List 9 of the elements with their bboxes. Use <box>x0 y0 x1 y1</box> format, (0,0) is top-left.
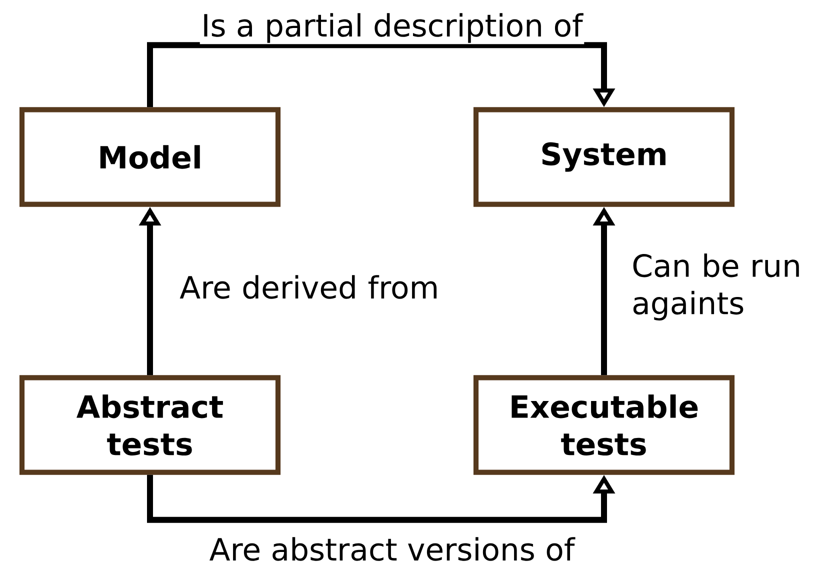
edge-label: Is a partial description of <box>200 12 584 44</box>
edge-label: Are abstract versions of <box>208 536 576 562</box>
box: Model <box>19 107 281 207</box>
box: System <box>473 107 735 207</box>
box: Abstract tests <box>19 375 281 475</box>
edge-label: Can be run againts <box>630 252 813 322</box>
arrow <box>147 42 616 108</box>
box: Executable tests <box>473 375 735 475</box>
edge-label: Are derived from <box>178 274 448 300</box>
